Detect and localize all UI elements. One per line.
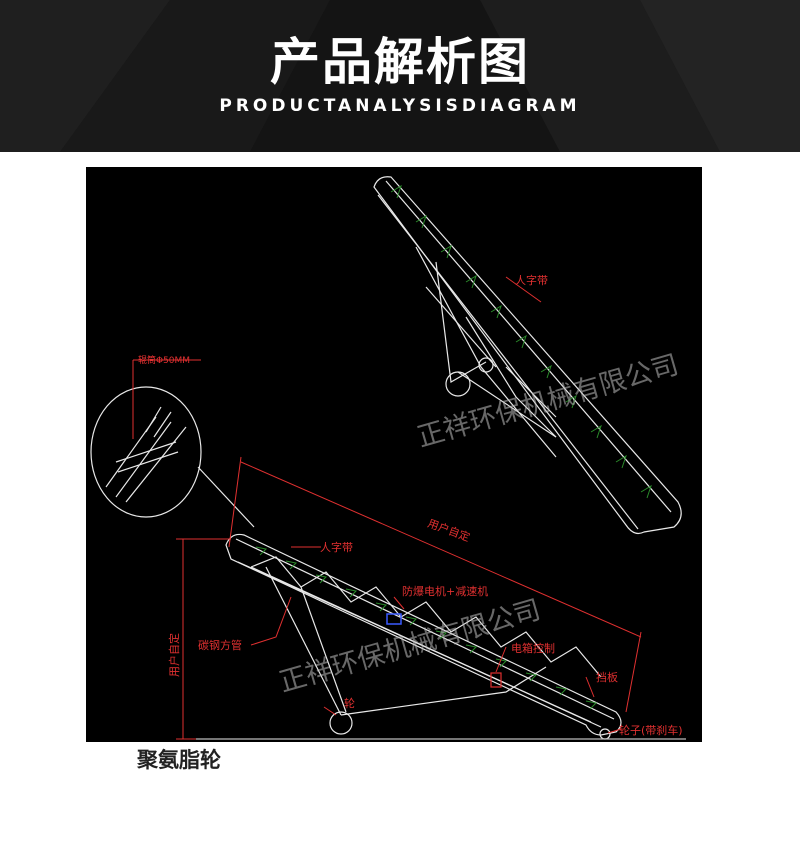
dimensions: [176, 276, 642, 740]
tube-leader: [132, 359, 201, 439]
label-wheel-brake: 轮子(带刹车): [619, 724, 683, 737]
label-belt-lower: 人字带: [320, 541, 353, 554]
lower-belt-pattern: [255, 546, 598, 710]
label-tube-spec: 辊筒Φ50MM: [138, 356, 191, 366]
label-wheel: 轮: [344, 697, 355, 710]
caption-wheel-type: 聚氨脂轮: [137, 748, 221, 772]
cad-drawing: 人字带 辊筒Φ50MM 用户自定 人字带 用户自定 防爆电机+减速机 碳钢方管 …: [86, 167, 702, 742]
header-banner: 产品解析图 PRODUCTANALYSISDIAGRAM: [0, 0, 800, 152]
motor-box: [386, 613, 402, 625]
label-motor: 防爆电机+减速机: [402, 585, 489, 598]
label-height-custom: 用户自定: [168, 633, 181, 677]
label-steel-tube: 碳钢方管: [198, 639, 242, 652]
conveyor-diagram-svg: [90, 176, 686, 740]
label-baffle: 挡板: [596, 671, 618, 684]
banner-facets: [0, 0, 800, 152]
upper-conveyor: [373, 176, 682, 535]
upper-belt-pattern: [390, 184, 652, 499]
page-title: 产品解析图: [270, 33, 530, 91]
detail-circle: [90, 386, 255, 528]
lower-conveyor: [196, 533, 686, 740]
page-subtitle: PRODUCTANALYSISDIAGRAM: [219, 96, 581, 116]
control-box: [490, 672, 502, 688]
label-belt-upper: 人字带: [515, 274, 548, 287]
label-electric-control: 电箱控制: [511, 642, 555, 655]
